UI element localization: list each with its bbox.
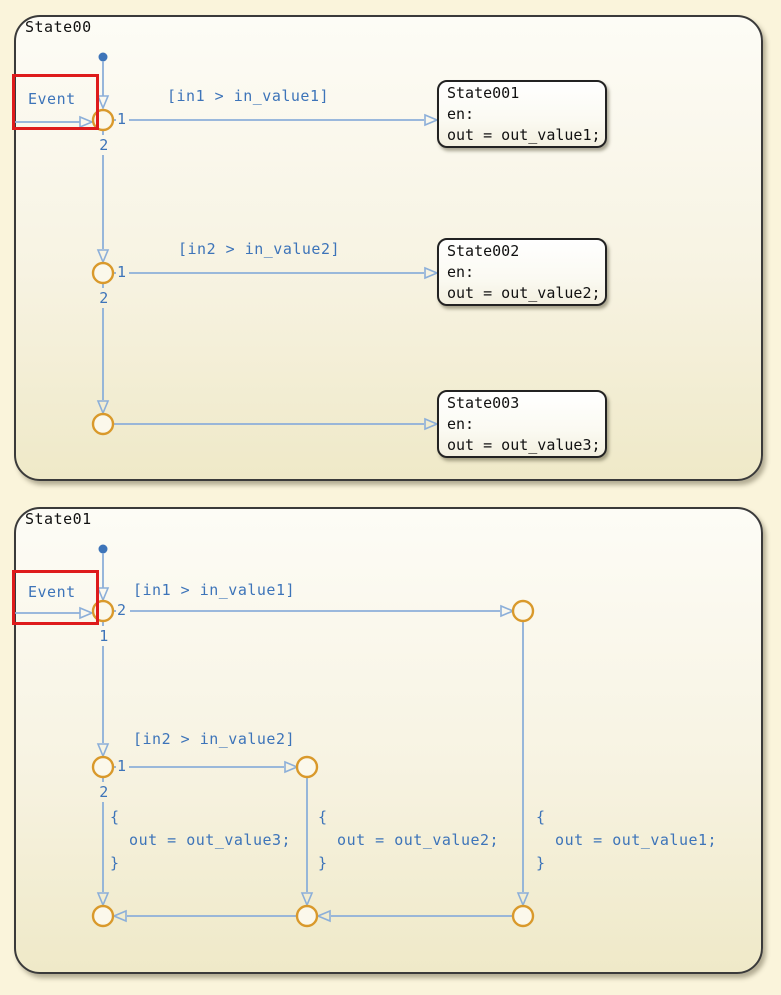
- junction[interactable]: [91, 261, 115, 285]
- condition-label[interactable]: [in2 > in_value2]: [178, 240, 341, 258]
- event-transition[interactable]: [14, 115, 95, 129]
- default-transition[interactable]: [96, 52, 110, 111]
- transition-j8-to-j10[interactable]: [315, 909, 513, 923]
- transition-j3-to-state003[interactable]: [113, 417, 440, 431]
- state-State003[interactable]: State003 en: out = out_value3;: [437, 390, 607, 458]
- state-action: out = out_value2;: [447, 284, 601, 302]
- junction[interactable]: [295, 755, 319, 779]
- transition-j10-to-j9[interactable]: [111, 909, 297, 923]
- branch-number: 2: [117, 601, 127, 619]
- state-action: out = out_value1;: [447, 126, 601, 144]
- state-title[interactable]: State01: [25, 510, 92, 528]
- transition-action-label[interactable]: { out = out_value2; }: [318, 808, 500, 872]
- junction[interactable]: [91, 904, 115, 928]
- state-entry-label: en:: [447, 415, 475, 433]
- branch-number: 1: [117, 757, 127, 775]
- junction[interactable]: [295, 904, 319, 928]
- junction[interactable]: [91, 412, 115, 436]
- transition-action-label[interactable]: { out = out_value3; }: [110, 808, 292, 872]
- default-transition[interactable]: [96, 544, 110, 603]
- event-transition[interactable]: [14, 606, 95, 620]
- transition-action-label[interactable]: { out = out_value1; }: [536, 808, 718, 872]
- junction[interactable]: [91, 755, 115, 779]
- event-highlight-box[interactable]: [12, 74, 99, 130]
- condition-label[interactable]: [in2 > in_value2]: [133, 730, 296, 748]
- state-State001[interactable]: State001 en: out = out_value1;: [437, 80, 607, 148]
- condition-label[interactable]: [in1 > in_value1]: [167, 87, 330, 105]
- branch-number: 1: [99, 627, 109, 645]
- state-entry-label: en:: [447, 105, 475, 123]
- state-name: State001: [447, 84, 520, 102]
- junction[interactable]: [511, 904, 535, 928]
- branch-number: 2: [99, 783, 109, 801]
- state-action: out = out_value3;: [447, 436, 601, 454]
- transition-j2-to-state002[interactable]: [113, 266, 440, 280]
- event-label[interactable]: Event: [28, 90, 76, 108]
- event-highlight-box[interactable]: [12, 570, 99, 625]
- branch-number: 2: [99, 136, 109, 154]
- state-name: State002: [447, 242, 520, 260]
- transition-j5-to-j8[interactable]: [516, 621, 530, 908]
- state-chart-State00[interactable]: State00: [14, 15, 763, 481]
- transition-j6-to-j7[interactable]: [113, 760, 300, 774]
- condition-label[interactable]: [in1 > in_value1]: [133, 581, 296, 599]
- state-chart-State01[interactable]: State01: [14, 507, 763, 974]
- event-label[interactable]: Event: [28, 583, 76, 601]
- branch-number: 1: [117, 263, 127, 281]
- state-name: State003: [447, 394, 520, 412]
- junction[interactable]: [511, 599, 535, 623]
- transition-j7-to-j10[interactable]: [300, 777, 314, 908]
- branch-number: 2: [99, 289, 109, 307]
- transition-j1-to-state001[interactable]: [113, 113, 440, 127]
- branch-number: 1: [117, 110, 127, 128]
- state-State002[interactable]: State002 en: out = out_value2;: [437, 238, 607, 306]
- state-title[interactable]: State00: [25, 18, 92, 36]
- transition-j4-to-j5[interactable]: [113, 604, 516, 618]
- state-entry-label: en:: [447, 263, 475, 281]
